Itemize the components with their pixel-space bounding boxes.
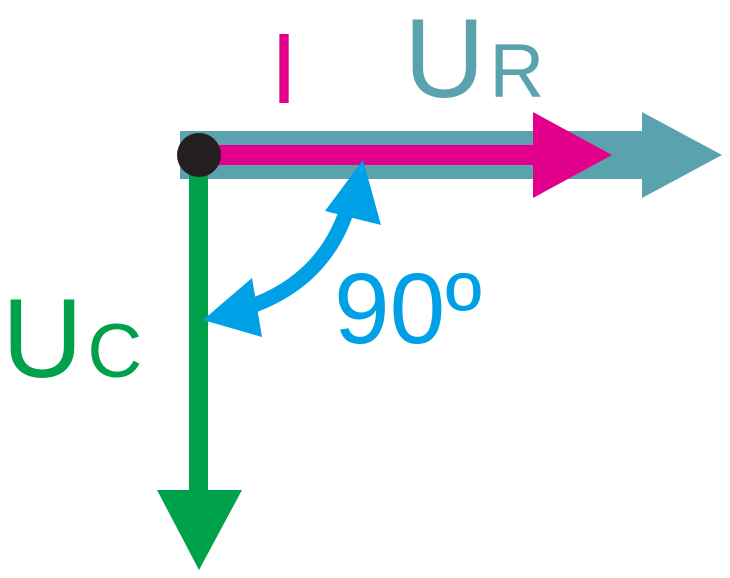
- current-vector: [198, 112, 612, 198]
- ur-label-main: U: [404, 0, 485, 121]
- current-label: I: [270, 13, 298, 125]
- ur-label: U R: [404, 0, 544, 121]
- ur-label-subscript: R: [489, 29, 544, 114]
- angle-arrowhead-top: [325, 160, 381, 225]
- angle-label: 90º: [334, 253, 482, 365]
- uc-label-main: U: [2, 276, 83, 401]
- current-vector-shaft: [198, 145, 538, 165]
- uc-label: U C: [2, 276, 142, 401]
- origin-point: [177, 133, 221, 177]
- uc-vector: [157, 158, 242, 570]
- angle-arrowhead-left: [203, 278, 262, 337]
- angle-arc-arrow: [203, 160, 381, 337]
- uc-vector-arrowhead: [157, 490, 242, 570]
- current-vector-arrowhead: [533, 112, 612, 198]
- uc-vector-shaft: [189, 158, 208, 498]
- ur-vector-arrowhead: [642, 112, 722, 198]
- uc-label-subscript: C: [87, 309, 142, 394]
